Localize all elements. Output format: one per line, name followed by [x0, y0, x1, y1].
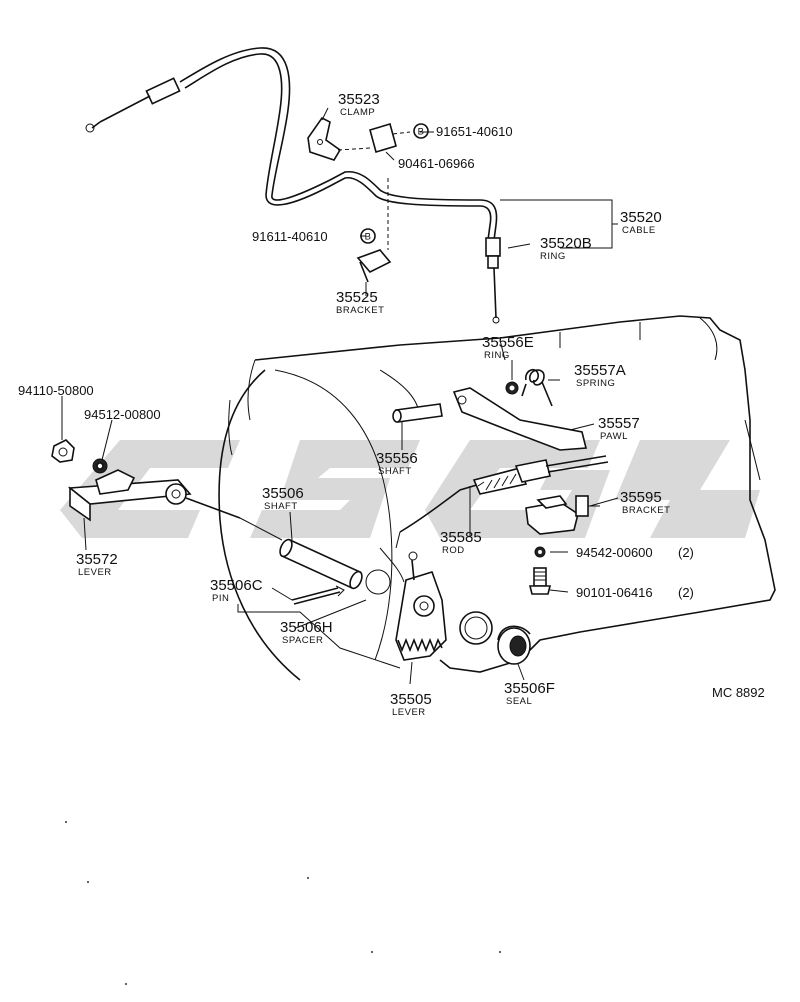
- leader-lines: [61, 107, 619, 685]
- transmission-housing: [218, 315, 776, 681]
- label-ring-35556e: 35556E RING: [482, 334, 534, 361]
- ring-35520b-marker: [507, 243, 531, 249]
- svg-text:SHAFT: SHAFT: [378, 466, 412, 477]
- svg-text:35506F: 35506F: [504, 680, 555, 697]
- svg-text:35523: 35523: [338, 91, 380, 108]
- svg-text:PIN: PIN: [212, 593, 229, 604]
- svg-text:35557A: 35557A: [574, 362, 626, 379]
- label-spacer-35506h: 35506H SPACER: [280, 619, 333, 646]
- svg-text:35506C: 35506C: [210, 577, 263, 594]
- ring-35556e: [505, 360, 519, 395]
- seal-35506f: [497, 625, 531, 665]
- svg-text:SEAL: SEAL: [506, 696, 532, 707]
- label-nut-94110: 94110-50800: [18, 383, 94, 398]
- diagram-code: MC 8892: [712, 685, 765, 700]
- svg-text:94512-00800: 94512-00800: [84, 407, 161, 422]
- svg-text:SPACER: SPACER: [282, 635, 323, 646]
- svg-text:35525: 35525: [336, 289, 378, 306]
- label-bracket-35595: 35595 BRACKET: [620, 489, 670, 516]
- svg-text:(2): (2): [678, 585, 694, 600]
- b-badge-1: B: [413, 123, 429, 139]
- label-seal-35506f: 35506F SEAL: [504, 680, 555, 707]
- label-shaft-35506: 35506 SHAFT: [262, 485, 304, 512]
- clamp-35523: [307, 116, 411, 161]
- label-pin-35506c: 35506C PIN: [210, 577, 263, 604]
- label-bolt-91611: 91611-40610: [252, 229, 328, 244]
- svg-text:35595: 35595: [620, 489, 662, 506]
- label-rod-35585: 35585 ROD: [440, 529, 482, 556]
- svg-text:(2): (2): [678, 545, 694, 560]
- svg-text:90461-06966: 90461-06966: [398, 156, 475, 171]
- label-lever-35505: 35505 LEVER: [390, 691, 432, 718]
- svg-text:ROD: ROD: [442, 545, 465, 556]
- svg-text:35505: 35505: [390, 691, 432, 708]
- label-ring-35520b: 35520B RING: [540, 235, 592, 262]
- svg-text:RING: RING: [540, 251, 566, 262]
- label-bracket-35525: 35525 BRACKET: [336, 289, 384, 316]
- svg-text:PAWL: PAWL: [600, 431, 628, 442]
- label-cable: 35520 CABLE: [620, 209, 662, 236]
- spring-35557a: [521, 368, 553, 407]
- svg-text:90101-06416: 90101-06416: [576, 585, 653, 600]
- svg-text:35506H: 35506H: [280, 619, 333, 636]
- rod-35585: [395, 455, 609, 549]
- svg-text:SPRING: SPRING: [576, 378, 615, 389]
- svg-text:91651-40610: 91651-40610: [436, 124, 513, 139]
- svg-text:RING: RING: [484, 350, 510, 361]
- label-washer-94542: 94542-00600 (2): [576, 545, 694, 560]
- svg-text:B: B: [365, 232, 372, 243]
- svg-text:35520B: 35520B: [540, 235, 592, 252]
- svg-text:35556E: 35556E: [482, 334, 534, 351]
- b-badge-2: B: [360, 228, 376, 244]
- label-bolt-90101: 90101-06416 (2): [576, 585, 694, 600]
- svg-text:35585: 35585: [440, 529, 482, 546]
- svg-text:LEVER: LEVER: [78, 567, 112, 578]
- shaft-35506: [239, 517, 363, 590]
- label-shaft-35556: 35556 SHAFT: [376, 450, 418, 477]
- label-nut-90461: 90461-06966: [398, 156, 475, 171]
- lever-35505: [379, 547, 447, 661]
- label-spring: 35557A SPRING: [574, 362, 626, 389]
- label-clamp: 35523 CLAMP: [338, 91, 380, 118]
- svg-text:BRACKET: BRACKET: [336, 305, 384, 316]
- label-washer-94512: 94512-00800: [84, 407, 161, 422]
- label-pawl: 35557 PAWL: [598, 415, 640, 442]
- svg-text:35506: 35506: [262, 485, 304, 502]
- washer-94542: [534, 546, 546, 558]
- svg-text:SHAFT: SHAFT: [264, 501, 298, 512]
- bracket-35525: [356, 178, 392, 283]
- cable-assembly: [85, 47, 501, 324]
- pawl-35557: [452, 387, 588, 451]
- svg-text:91611-40610: 91611-40610: [252, 229, 328, 244]
- shaft-35556: [392, 403, 443, 450]
- svg-text:94110-50800: 94110-50800: [18, 383, 94, 398]
- lever-35572: [51, 439, 241, 522]
- svg-text:LEVER: LEVER: [392, 707, 426, 718]
- bolt-90101: [528, 567, 552, 595]
- svg-text:BRACKET: BRACKET: [622, 505, 670, 516]
- label-lever-35572: 35572 LEVER: [76, 551, 118, 578]
- scan-specks: [65, 821, 501, 985]
- svg-text:35557: 35557: [598, 415, 640, 432]
- svg-text:CABLE: CABLE: [622, 225, 656, 236]
- svg-text:35572: 35572: [76, 551, 118, 568]
- svg-text:35520: 35520: [620, 209, 662, 226]
- svg-text:B: B: [418, 127, 425, 138]
- bracket-35595: [525, 495, 600, 535]
- svg-text:94542-00600: 94542-00600: [576, 545, 653, 560]
- pin-35506c: [291, 585, 345, 605]
- label-bolt-91651: 91651-40610: [436, 124, 513, 139]
- svg-text:CLAMP: CLAMP: [340, 107, 375, 118]
- svg-text:35556: 35556: [376, 450, 418, 467]
